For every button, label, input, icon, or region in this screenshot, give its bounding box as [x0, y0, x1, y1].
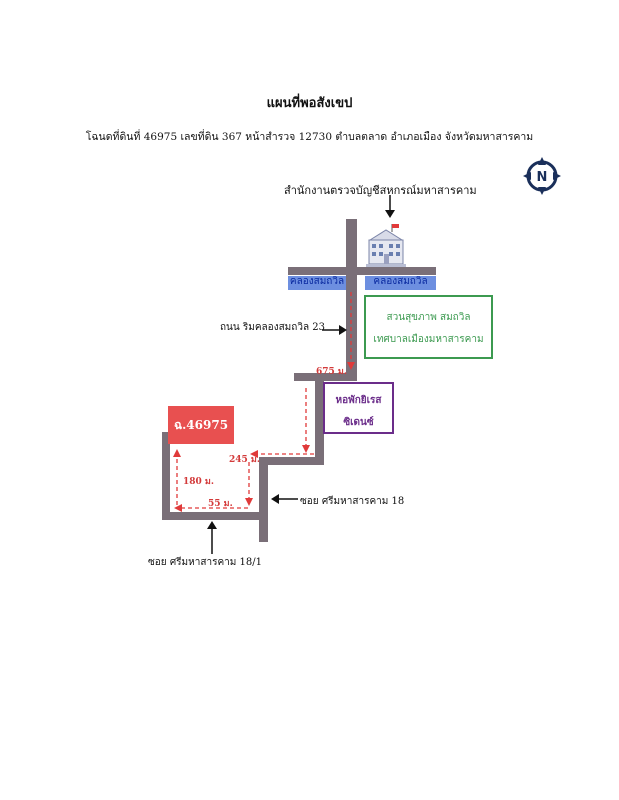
road-canal-23-arrow — [322, 325, 347, 335]
soi-18-label: ซอย ศรีมหาสารคาม 18 — [300, 496, 405, 507]
compass-letter: N — [537, 170, 548, 185]
road-soi-18-1 — [162, 512, 266, 520]
route-arrow-5 — [174, 504, 182, 512]
dorm-label-2: ซิเดนซ์ — [343, 417, 374, 428]
route-arrow-2 — [302, 445, 310, 453]
distance-55: 55 ม. — [208, 499, 233, 509]
soi-18-1-arrow — [207, 521, 217, 554]
road-canal-23-label: ถนน ริมคลองสมถวิล 23 — [220, 322, 325, 333]
road-canal-north — [288, 267, 436, 275]
soi-18-arrow — [271, 494, 298, 504]
office-building-icon — [366, 224, 406, 267]
road-bend-lower — [259, 457, 324, 465]
canal-left: คลองสมถวิล — [288, 276, 346, 290]
road-plot-west — [162, 432, 170, 520]
park-box: สวนสุขภาพ สมถวิล เทศบาลเมืองมหาสารคาม — [364, 295, 493, 359]
plot-box: ฉ.46975 — [168, 406, 234, 444]
dorm-box: หอพักยิเรส ซิเดนซ์ — [323, 382, 394, 434]
road-north — [346, 219, 357, 293]
distance-245: 245 ม. — [229, 455, 260, 465]
park-label-2: เทศบาลเมืองมหาสารคาม — [373, 334, 484, 345]
road-bend-upper — [294, 373, 357, 381]
map-title: แผนที่พอสังเขป — [266, 96, 353, 111]
route-arrow-4 — [245, 498, 253, 506]
compass-icon: N — [523, 157, 561, 195]
canal-right: คลองสมถวิล — [365, 276, 436, 290]
route-arrow-1 — [347, 362, 355, 370]
office-label: สำนักงานตรวจบัญชีสหกรณ์มหาสารคาม — [284, 184, 477, 197]
dorm-label-1: หอพักยิเรส — [335, 395, 382, 406]
distance-675: 675 ม. — [316, 367, 347, 377]
road-middle — [315, 373, 324, 465]
route-arrow-3 — [250, 450, 258, 458]
route-arrow-6 — [173, 449, 181, 457]
road-soi-18 — [259, 457, 268, 542]
distance-180: 180 ม. — [183, 477, 214, 487]
soi-18-1-label: ซอย ศรีมหาสารคาม 18/1 — [148, 557, 262, 568]
park-label-1: สวนสุขภาพ สมถวิล — [386, 312, 471, 323]
office-arrow — [385, 195, 395, 218]
map-subtitle: โฉนดที่ดินที่ 46975 เลขที่ดิน 367 หน้าสำ… — [85, 131, 534, 143]
